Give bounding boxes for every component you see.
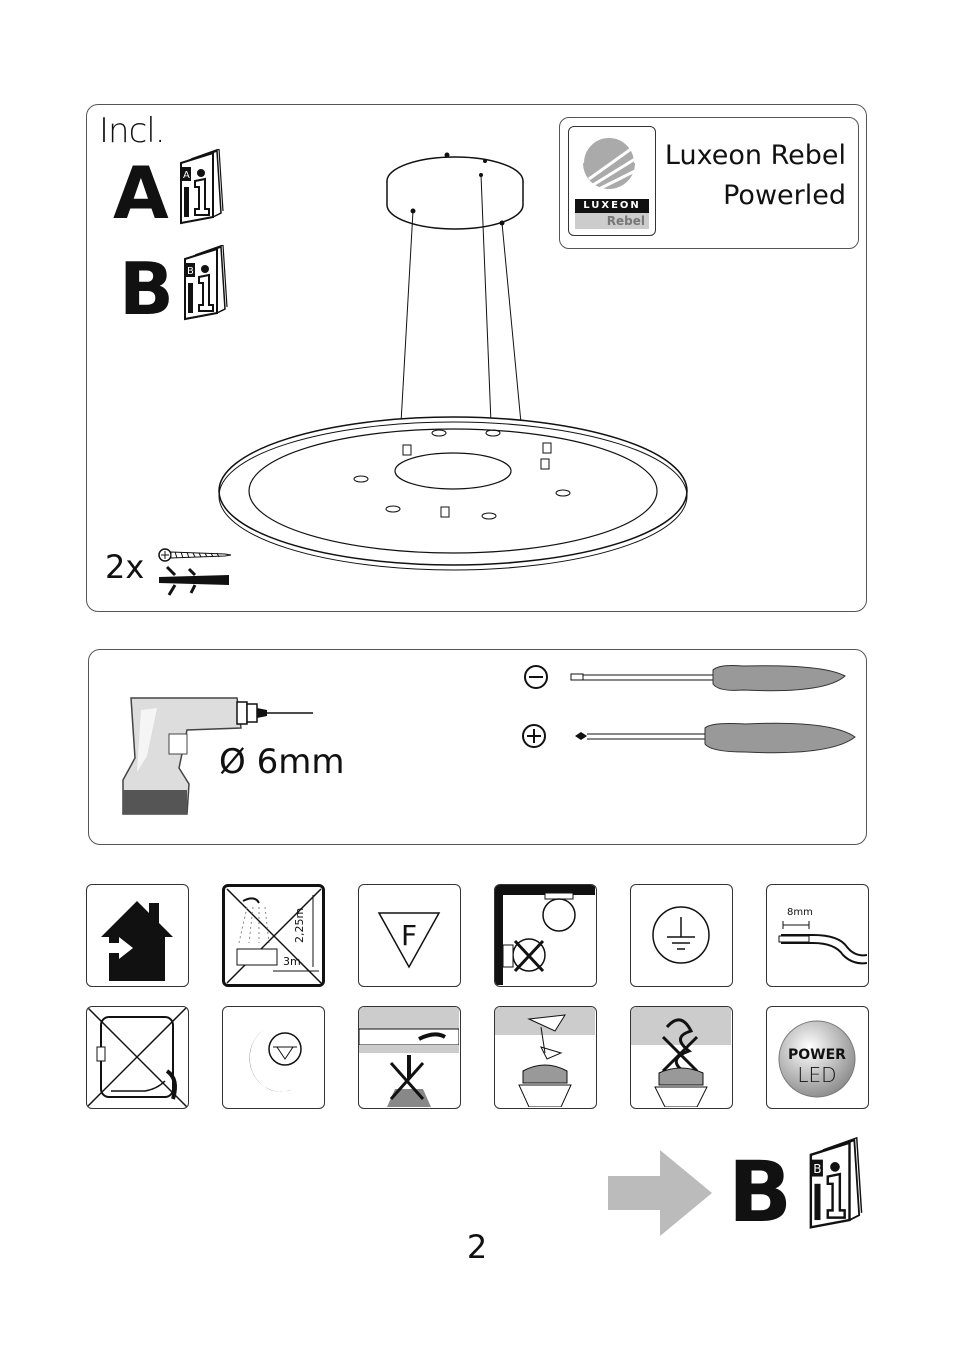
next-manual-b-letter: B xyxy=(728,1143,793,1241)
bathroom-zone-icon: 2,25m 3m xyxy=(222,884,325,987)
manual-b-booklet-icon: B xyxy=(181,245,229,323)
required-tools-panel: Ø 6mm xyxy=(88,649,867,845)
drill-bit-size: Ø 6mm xyxy=(219,742,345,782)
svg-text:A: A xyxy=(183,170,190,181)
luxeon-badge-bottom-text: Rebel xyxy=(606,214,645,228)
luxeon-logo: LUXEON Rebel xyxy=(568,126,656,236)
next-step-arrow-icon xyxy=(608,1150,712,1236)
luxeon-rebel-badge: LUXEON Rebel Luxeon Rebel Powerled xyxy=(559,117,859,249)
svg-text:B: B xyxy=(813,1162,821,1176)
luxeon-line-1: Luxeon Rebel xyxy=(664,140,846,171)
no-tangled-wires-icon xyxy=(630,1006,733,1109)
screws-quantity: 2x xyxy=(105,548,145,586)
strip-length-label: 8mm xyxy=(787,907,813,918)
included-label: Incl. xyxy=(99,111,166,151)
class-f-letter: F xyxy=(400,919,418,952)
flat-screwdriver-icon xyxy=(523,664,849,704)
manual-a-letter: A xyxy=(113,151,169,235)
earth-ground-icon xyxy=(630,884,733,987)
power-led-top-text: POWER xyxy=(788,1047,846,1063)
luxeon-line-2: Powerled xyxy=(723,180,846,211)
page-number: 2 xyxy=(466,1228,488,1266)
power-led-bottom-text: LED xyxy=(797,1063,837,1087)
drill-icon xyxy=(117,688,317,818)
included-parts-panel: Incl. A A B B xyxy=(86,104,867,612)
dimmer-incompatible-icon xyxy=(222,1006,325,1109)
bath-height-label: 2,25m xyxy=(293,907,306,943)
luxeon-badge-top-text: LUXEON xyxy=(583,200,641,211)
power-led-icon: POWER LED xyxy=(766,1006,869,1109)
cable-connection-icon xyxy=(494,1006,597,1109)
bath-width-label: 3m xyxy=(283,955,301,968)
pendant-lamp-illustration xyxy=(213,141,723,571)
class-f-mounting-icon: F xyxy=(358,884,461,987)
phillips-screwdriver-icon xyxy=(521,722,857,764)
svg-text:B: B xyxy=(187,266,194,277)
no-ceiling-cable-icon xyxy=(358,1006,461,1109)
manual-b-letter: B xyxy=(119,247,174,331)
next-manual-booklet-icon: B xyxy=(806,1136,864,1234)
manual-a-booklet-icon: A xyxy=(177,149,225,227)
no-covered-installation-icon xyxy=(494,884,597,987)
screw-and-plug-icon xyxy=(155,545,235,601)
wire-strip-length-icon: 8mm xyxy=(766,884,869,987)
no-flush-mounting-icon xyxy=(86,1006,189,1109)
indoor-use-icon xyxy=(86,884,189,987)
